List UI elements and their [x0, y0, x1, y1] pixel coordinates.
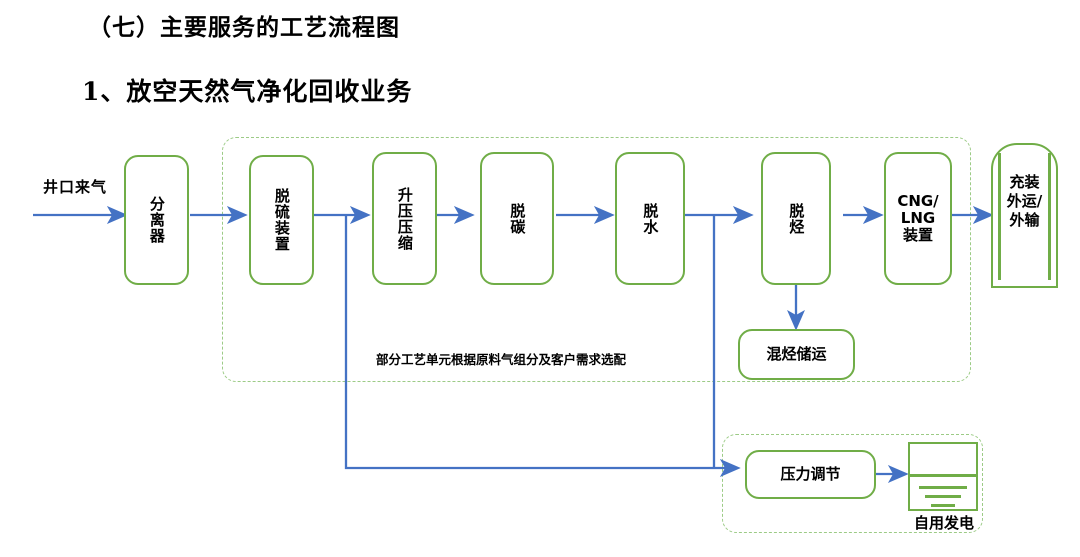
generator-line-1: [919, 486, 967, 489]
process-box-separator-label: 分离器: [147, 196, 166, 244]
filling-transport-label: 充装 外运/ 外输: [993, 173, 1056, 229]
mixed-hydrocarbon-storage-label: 混烃储运: [766, 345, 827, 364]
process-box-dehydration-label: 脱水: [641, 202, 660, 235]
process-box-compression[interactable]: 升压压缩: [372, 152, 437, 285]
page-title: （七）主要服务的工艺流程图: [88, 15, 400, 41]
filling-transport-line-1: 充装: [1009, 173, 1040, 191]
process-box-desulfurization[interactable]: 脱硫装置: [249, 155, 314, 285]
process-box-decarbonization-label: 脱碳: [508, 202, 527, 235]
process-box-dehydrocarbonization[interactable]: 脱烃: [761, 152, 831, 285]
cng-lng-line-1: CNG/: [897, 192, 939, 211]
process-box-filling-and-transport[interactable]: 充装 外运/ 外输: [991, 143, 1058, 288]
process-box-compression-label: 升压压缩: [395, 186, 414, 251]
generator-line-2: [925, 495, 961, 498]
generator-line-3: [931, 504, 955, 507]
self-use-power-label: 自用发电: [913, 514, 974, 532]
tank-inner-bar-left: [998, 153, 1001, 280]
filling-transport-line-2: 外运/: [1006, 191, 1043, 210]
cng-lng-line-2: LNG: [900, 209, 936, 228]
generator-icon[interactable]: [908, 442, 978, 511]
power-generation-group: [722, 434, 983, 533]
process-box-separator[interactable]: 分离器: [124, 155, 189, 285]
optional-units-note: 部分工艺单元根据原料气组分及客户需求选配: [376, 352, 627, 367]
process-box-desulfurization-label: 脱硫装置: [272, 188, 291, 252]
section-subtitle: 1、放空天然气净化回收业务: [82, 77, 413, 106]
tank-inner-bar-right: [1048, 153, 1051, 280]
cng-lng-line-3: 装置: [902, 225, 933, 244]
filling-transport-line-3: 外输: [1009, 210, 1040, 229]
process-box-pressure-regulation[interactable]: 压力调节: [745, 450, 876, 499]
pressure-regulation-label: 压力调节: [780, 465, 841, 484]
process-box-mixed-hydrocarbon-storage[interactable]: 混烃储运: [738, 329, 855, 380]
process-box-dehydrocarbonization-label: 脱烃: [787, 202, 806, 235]
inlet-label: 井口来气: [43, 178, 108, 196]
process-box-cng-lng-unit[interactable]: CNG/ LNG 装置: [884, 152, 952, 285]
process-box-dehydration[interactable]: 脱水: [615, 152, 685, 285]
optional-process-group: [222, 137, 971, 382]
process-box-decarbonization[interactable]: 脱碳: [480, 152, 554, 285]
generator-divider: [910, 474, 976, 477]
